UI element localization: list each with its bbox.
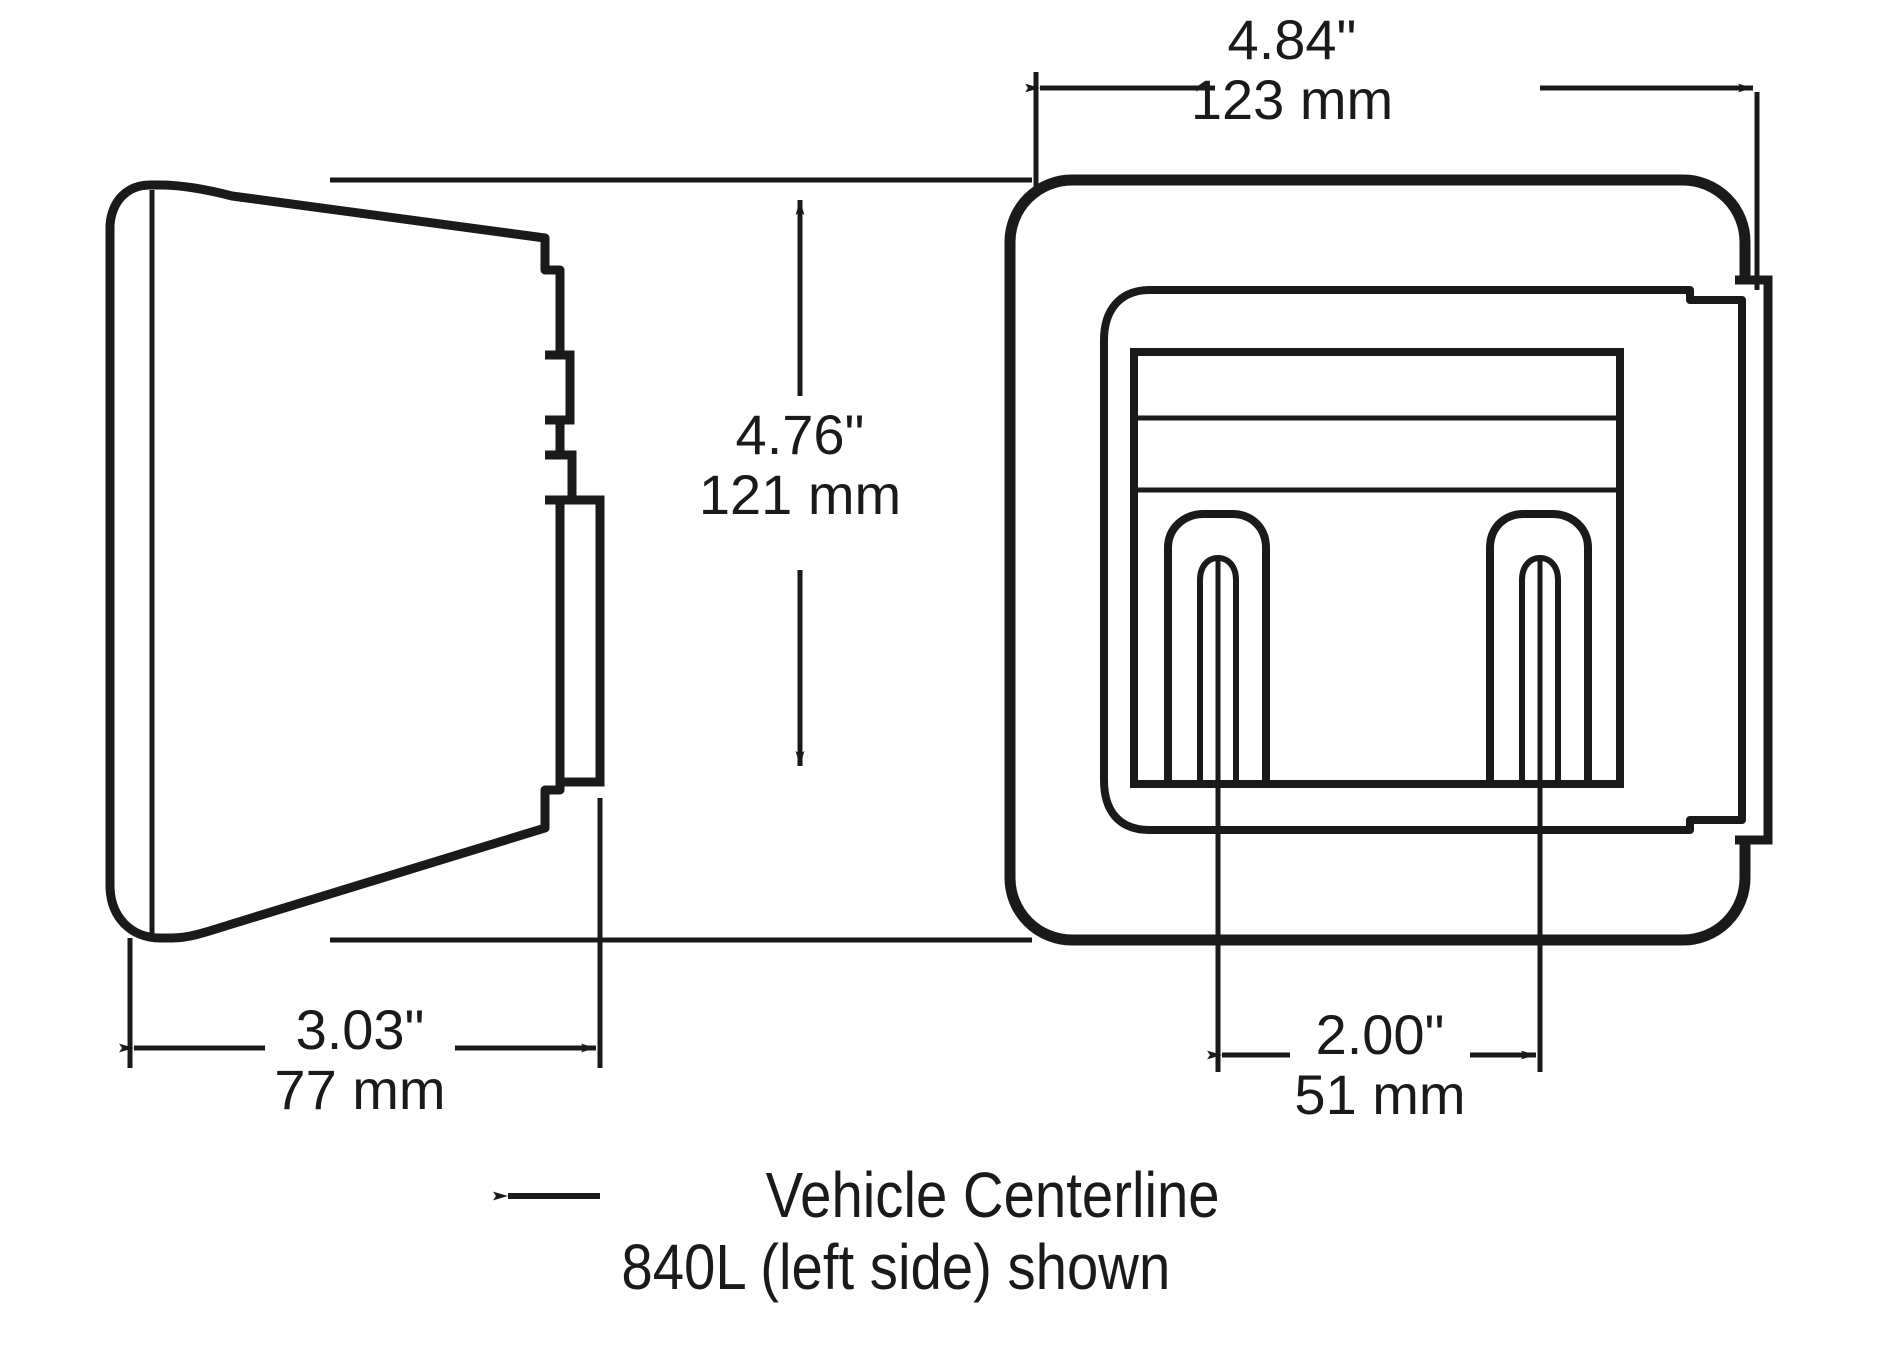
drawing-caption: Vehicle Centerline 840L (left side) show… bbox=[572, 1159, 1220, 1303]
overall-depth-mm: 77 mm bbox=[274, 1057, 446, 1121]
front-right-slot-inner bbox=[1519, 555, 1561, 784]
caption-model-note: 840L (left side) shown bbox=[621, 1230, 1171, 1303]
dimension-label-slot-spacing: 2.00" 51 mm bbox=[1294, 1005, 1465, 1125]
side-profile-view bbox=[105, 180, 605, 943]
dimension-label-overall-width: 4.84" 123 mm bbox=[1191, 10, 1393, 130]
slot-spacing-inches: 2.00" bbox=[1315, 1003, 1445, 1066]
side-rear-housing-block bbox=[555, 495, 605, 787]
side-upper-tab bbox=[545, 350, 575, 425]
overall-width-inches: 4.84" bbox=[1227, 8, 1357, 71]
overall-height-inches: 4.76" bbox=[735, 403, 865, 466]
caption-vehicle-centerline: Vehicle Centerline bbox=[765, 1159, 1220, 1231]
dimension-label-overall-height: 4.76" 121 mm bbox=[699, 405, 901, 525]
overall-depth-inches: 3.03" bbox=[295, 998, 425, 1061]
dimension-overall-width bbox=[330, 72, 1760, 290]
side-lower-tab bbox=[545, 450, 577, 505]
front-right-slot-outer bbox=[1486, 510, 1592, 784]
front-left-slot-outer bbox=[1164, 510, 1270, 784]
side-body-outline bbox=[105, 180, 565, 943]
dimension-overall-depth bbox=[119, 798, 603, 1068]
front-face-view bbox=[1004, 174, 1773, 946]
dimension-slot-spacing bbox=[1207, 560, 1543, 1072]
overall-width-mm: 123 mm bbox=[1190, 67, 1394, 131]
front-left-slot-inner bbox=[1197, 555, 1239, 784]
dimension-overall-height bbox=[330, 200, 1032, 943]
dimension-label-overall-depth: 3.03" 77 mm bbox=[274, 1000, 445, 1120]
slot-spacing-mm: 51 mm bbox=[1294, 1062, 1466, 1126]
overall-height-mm: 121 mm bbox=[698, 462, 902, 526]
